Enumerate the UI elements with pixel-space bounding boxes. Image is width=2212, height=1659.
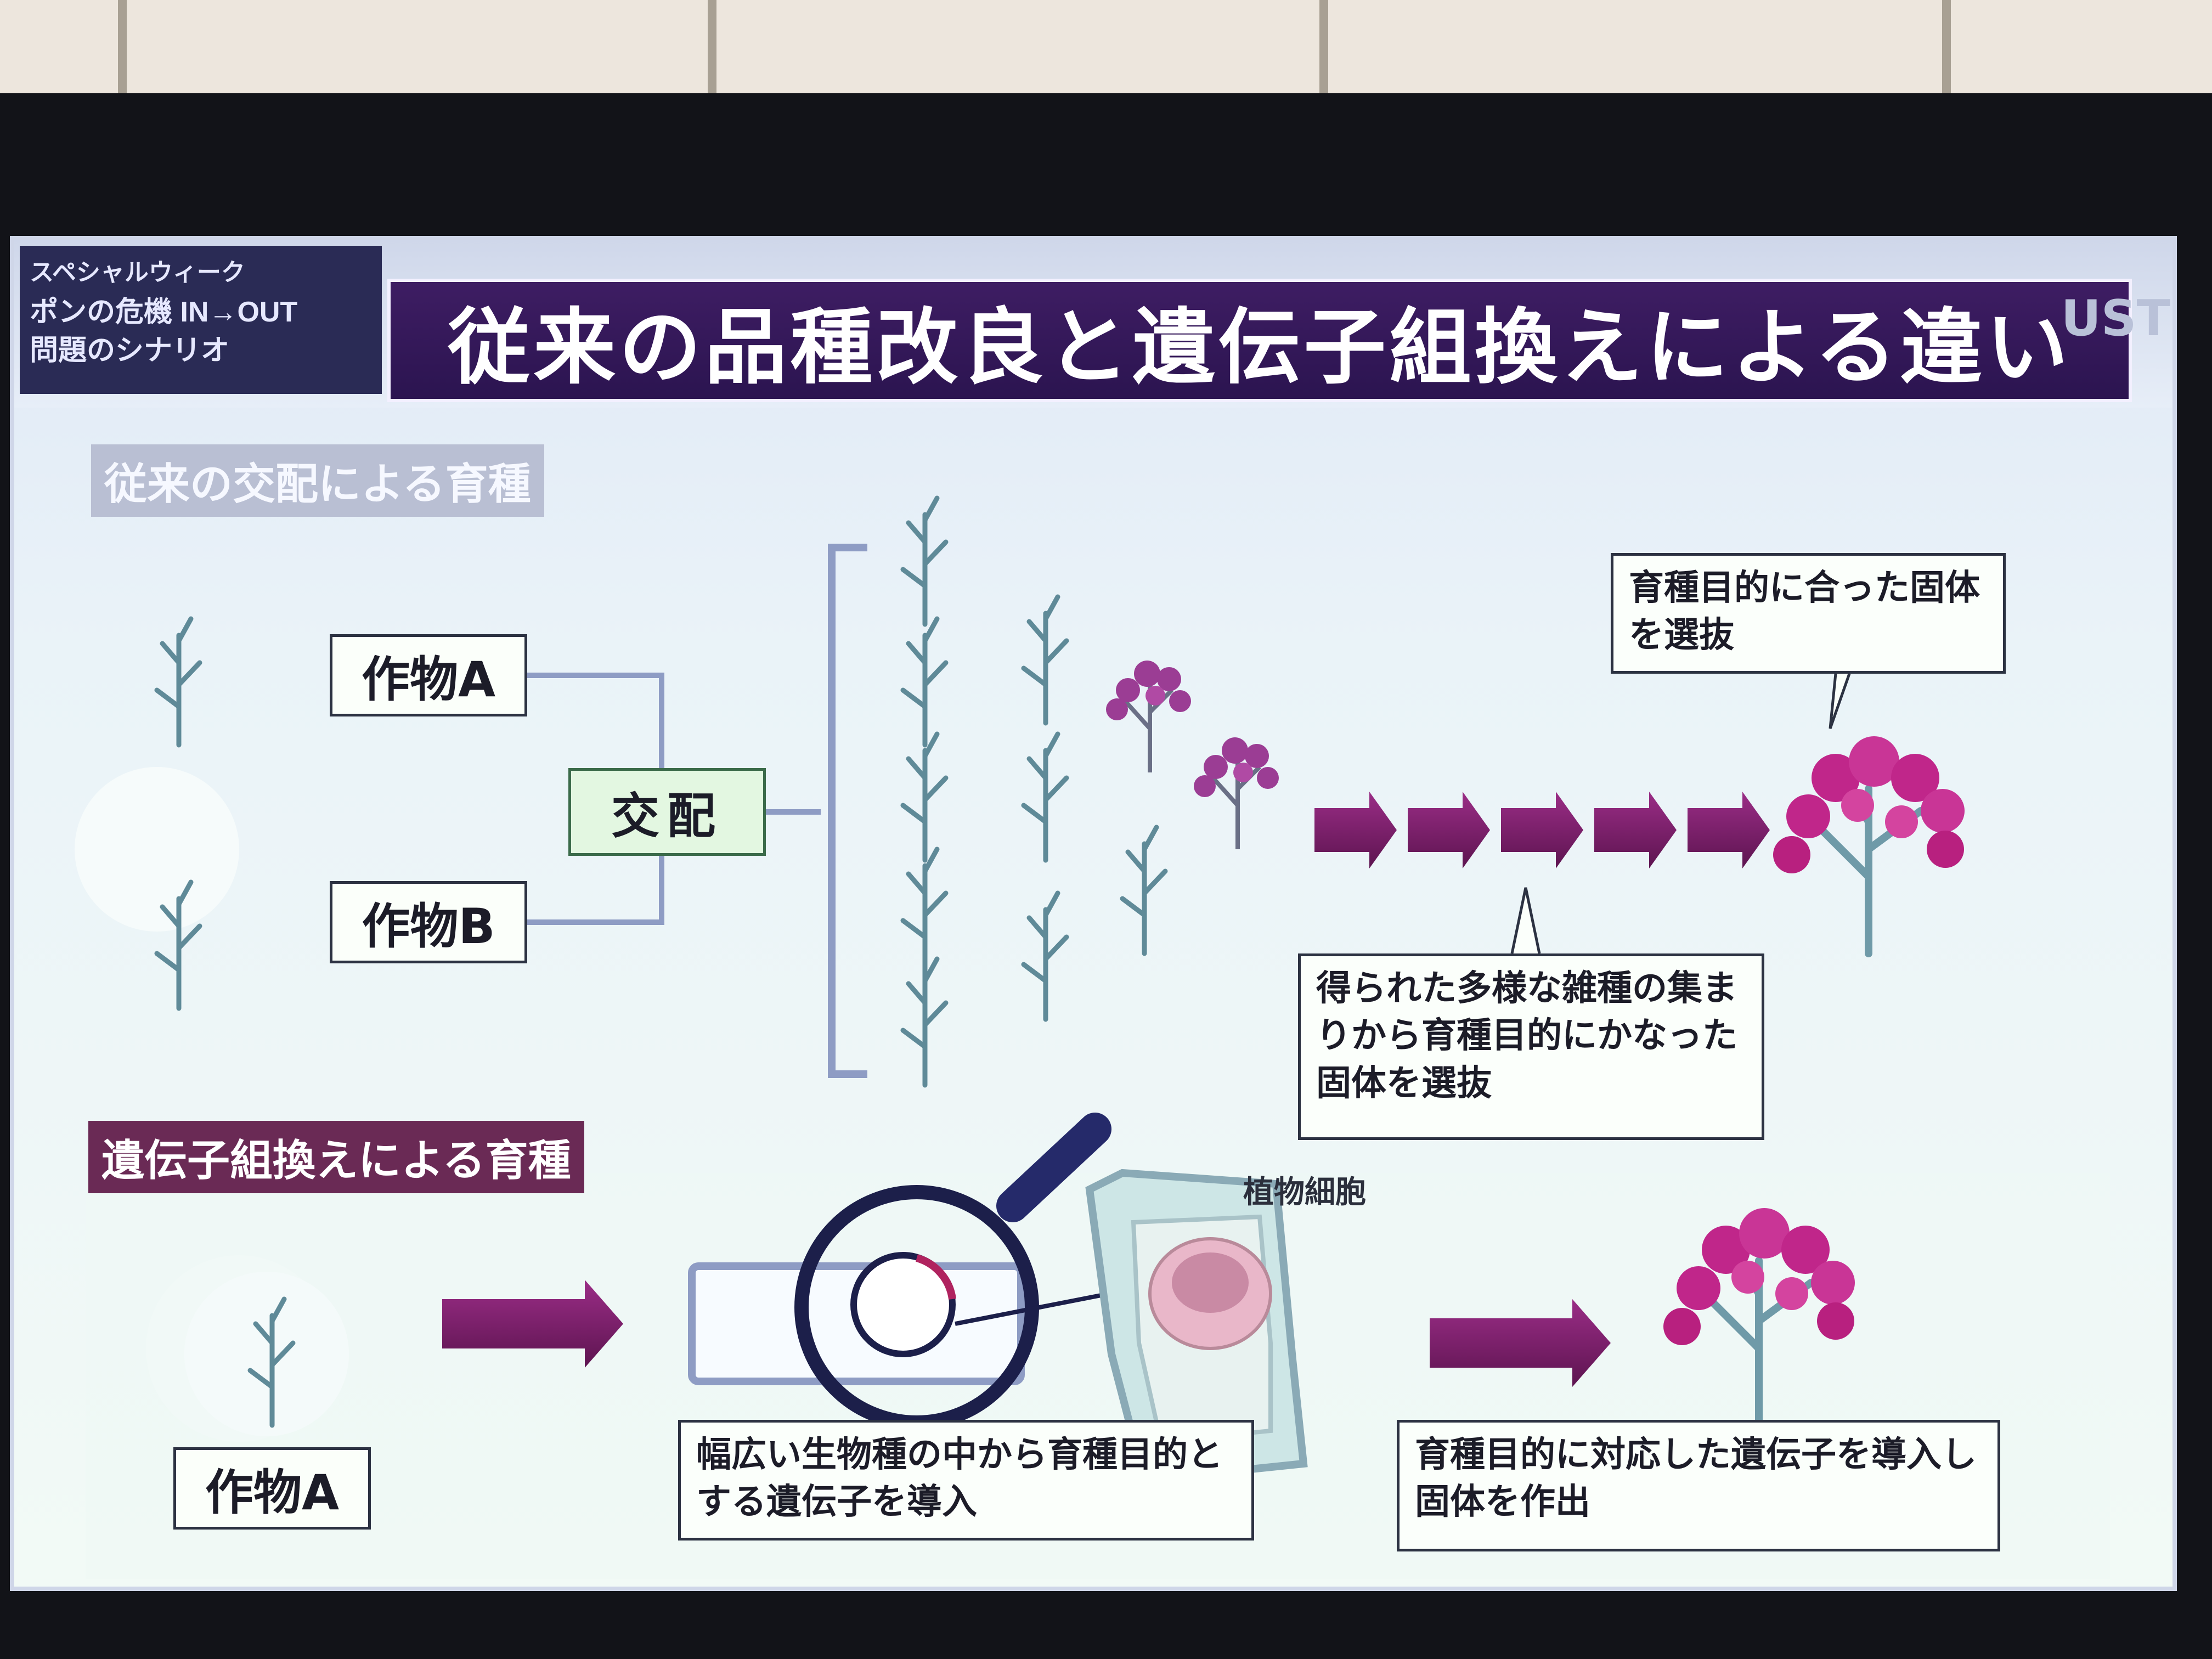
arrow-right-icon	[1501, 792, 1583, 868]
plant-icon	[1024, 597, 1066, 723]
plant-icon	[157, 619, 200, 745]
flowering-plant-icon	[1194, 737, 1279, 849]
plant-icon	[1024, 893, 1066, 1019]
plant-cell-label: 植物細胞	[1243, 1175, 1366, 1210]
flowering-plant-icon	[1773, 736, 1965, 953]
plant-icon	[903, 959, 946, 1085]
note-gm-result: 育種目的に対応した遺伝子を導入し固体を作出	[1397, 1420, 2000, 1551]
note-select-target: 育種目的に合った固体を選抜	[1611, 553, 2006, 674]
plant-icon	[1024, 734, 1066, 860]
callout-pointer	[1510, 887, 1541, 954]
wall-post	[1942, 0, 1951, 93]
program-badge-line-1: スペシャルウィーク	[30, 259, 245, 286]
wall-background	[0, 0, 2212, 93]
background-foliage	[184, 1272, 349, 1436]
cross-connector	[527, 673, 664, 925]
arrow-right-icon	[442, 1280, 623, 1368]
slide-title-box: 従来の品種改良と遺伝子組換えによる違い	[387, 279, 2132, 402]
flowering-plant-icon	[1106, 661, 1191, 772]
gm-crop-a-label: 作物A	[173, 1447, 371, 1530]
arrow-right-icon	[1430, 1299, 1611, 1387]
background-foliage	[75, 767, 239, 932]
offspring-bracket	[828, 544, 867, 1078]
note-select-from-hybrids: 得られた多様な雑種の集まりから育種目的にかなった固体を選抜	[1298, 953, 1764, 1140]
note-gene-source: 幅広い生物種の中から育種目的とする遺伝子を導入	[678, 1420, 1254, 1541]
plant-icon	[903, 849, 946, 975]
callout-pointer	[1829, 673, 1851, 729]
program-badge-line-2: ポンの危機 IN→OUT	[30, 296, 298, 328]
cross-label: 交配	[568, 768, 766, 856]
wall-post	[708, 0, 716, 93]
tv-screen: スペシャルウィーク ポンの危機 IN→OUT 問題のシナリオ 従来の品種改良と遺…	[10, 236, 2177, 1591]
channel-edge-text: UST	[2061, 290, 2170, 347]
crop-b-label: 作物B	[330, 881, 527, 963]
slide-title: 従来の品種改良と遺伝子組換えによる違い	[448, 299, 2072, 396]
wall-post	[118, 0, 127, 93]
arrow-right-icon	[1314, 792, 1397, 868]
arrow-right-icon	[1408, 792, 1490, 868]
program-badge: スペシャルウィーク ポンの危機 IN→OUT 問題のシナリオ	[20, 246, 382, 394]
wall-post	[1319, 0, 1328, 93]
plant-icon	[903, 734, 946, 860]
crop-a-label: 作物A	[330, 634, 527, 716]
plant-icon	[903, 498, 946, 624]
plant-icon	[903, 619, 946, 745]
section-label-gm: 遺伝子組換えによる育種	[88, 1121, 584, 1193]
arrow-right-icon	[1688, 792, 1770, 868]
section-label-conventional: 従来の交配による育種	[91, 444, 544, 517]
program-badge-line-3: 問題のシナリオ	[30, 335, 230, 366]
plant-icon	[1122, 827, 1165, 953]
arrow-right-icon	[1594, 792, 1677, 868]
